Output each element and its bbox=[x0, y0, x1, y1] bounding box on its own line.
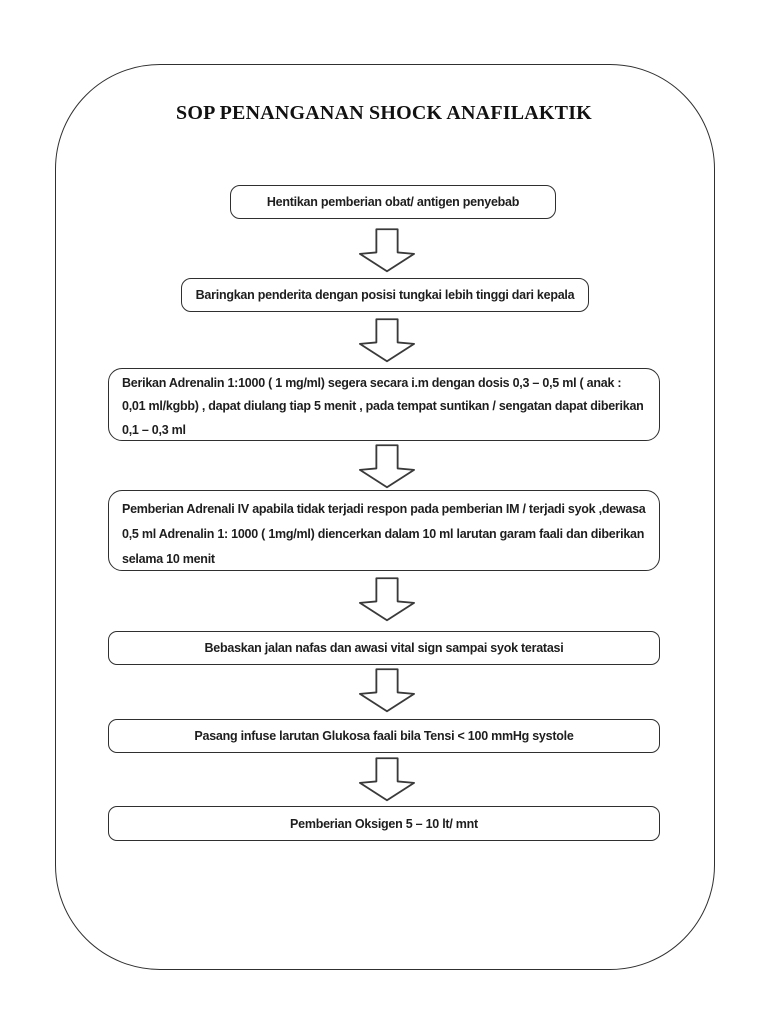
down-arrow-icon bbox=[359, 444, 415, 489]
flow-step-7-box: Pemberian Oksigen 5 – 10 lt/ mnt bbox=[108, 806, 660, 841]
flow-step-4-box: Pemberian Adrenali IV apabila tidak terj… bbox=[108, 490, 660, 571]
flow-step-2-box: Baringkan penderita dengan posisi tungka… bbox=[181, 278, 589, 312]
flow-step-6-box: Pasang infuse larutan Glukosa faali bila… bbox=[108, 719, 660, 753]
down-arrow-icon bbox=[359, 318, 415, 363]
page-title: SOP PENANGANAN SHOCK ANAFILAKTIK bbox=[176, 102, 592, 124]
down-arrow-icon bbox=[359, 577, 415, 622]
flow-step-3-box: Berikan Adrenalin 1:1000 ( 1 mg/ml) sege… bbox=[108, 368, 660, 441]
page-border-frame bbox=[55, 64, 715, 970]
down-arrow-icon bbox=[359, 757, 415, 802]
down-arrow-icon bbox=[359, 668, 415, 713]
down-arrow-icon bbox=[359, 228, 415, 273]
flow-step-1-box: Hentikan pemberian obat/ antigen penyeba… bbox=[230, 185, 556, 219]
flow-step-5-box: Bebaskan jalan nafas dan awasi vital sig… bbox=[108, 631, 660, 665]
